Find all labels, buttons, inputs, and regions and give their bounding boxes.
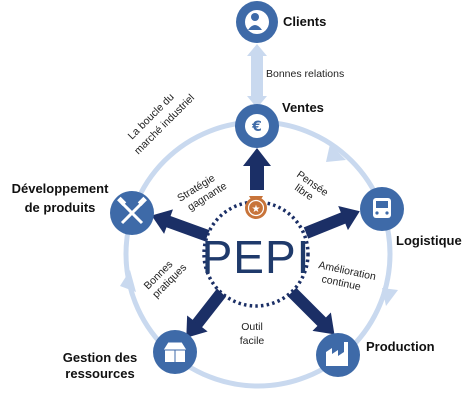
loop-arrowhead <box>120 270 136 292</box>
label-facile: facile <box>240 335 265 347</box>
arrow-to-ressources <box>186 288 227 338</box>
node-label-ressources-line2: ressources <box>65 366 134 381</box>
node-ventes: € Ventes <box>235 100 324 148</box>
node-clients: Clients <box>236 1 326 43</box>
bus-icon <box>373 198 391 218</box>
center-label: PEPI <box>202 231 311 283</box>
node-label-clients: Clients <box>283 14 326 29</box>
node-label-developpement-line1: Développement <box>12 181 109 196</box>
node-label-developpement-line2: de produits <box>25 200 96 215</box>
euro-icon: € <box>245 114 269 138</box>
arrows <box>151 148 360 338</box>
node-label-logistique: Logistique <box>396 233 462 248</box>
center-node: ★ PEPI <box>202 196 311 308</box>
node-label-production: Production <box>366 339 435 354</box>
factory-icon <box>326 342 348 366</box>
box-icon <box>162 341 188 362</box>
arrow-to-ventes <box>243 148 271 190</box>
loop-arrowhead <box>326 144 346 162</box>
clients-ventes-link <box>247 44 267 108</box>
node-ressources: Gestion des ressources <box>63 330 197 381</box>
node-label-ressources-line1: Gestion des <box>63 350 137 365</box>
label-outil: Outil <box>241 321 263 333</box>
person-icon <box>245 10 269 34</box>
svg-text:★: ★ <box>252 204 261 215</box>
arrow-to-production <box>287 287 335 335</box>
node-label-ventes: Ventes <box>282 100 324 115</box>
tools-icon <box>117 196 147 225</box>
arrow-to-developpement <box>151 209 211 242</box>
loop-arrowhead <box>382 288 398 306</box>
medal-icon: ★ <box>245 196 267 219</box>
label-bonnes-relations: Bonnes relations <box>266 68 344 80</box>
node-production: Production <box>316 333 435 377</box>
arrow-to-logistique <box>303 205 360 239</box>
node-logistique: Logistique <box>360 187 462 248</box>
svg-text:€: € <box>251 119 262 135</box>
node-developpement: Développement de produits <box>12 181 154 235</box>
